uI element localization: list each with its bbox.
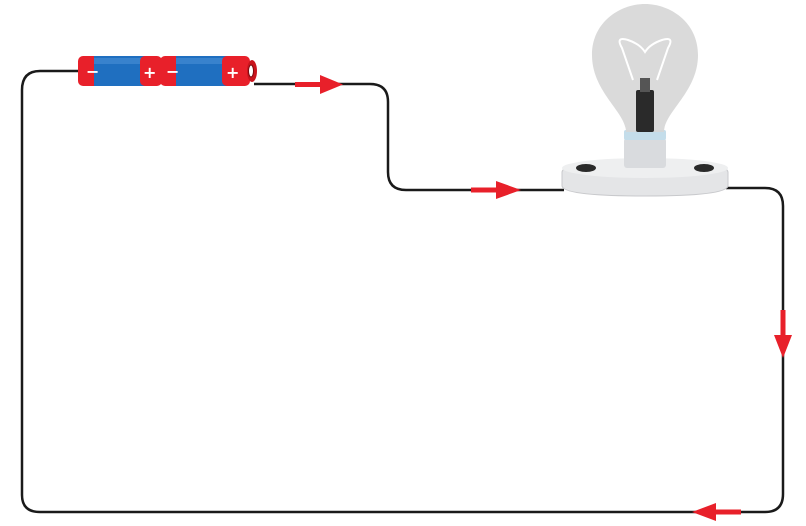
wire <box>20 69 785 514</box>
bulb-filament <box>618 38 672 81</box>
battery-cell-1-positive-sign: + <box>143 63 156 82</box>
bulb-holder <box>561 158 729 197</box>
holder-screw-left <box>576 164 596 172</box>
light-bulb-assembly <box>561 4 729 197</box>
current-arrow-top <box>295 75 343 94</box>
holder-screw-right <box>694 164 714 172</box>
battery-cell-1: − + <box>78 56 162 86</box>
light-bulb <box>592 4 698 168</box>
wire-top-segment <box>254 82 564 192</box>
bulb-socket <box>624 138 666 168</box>
current-arrow-middle <box>471 181 521 199</box>
battery-cell-2-positive-end <box>222 56 250 86</box>
battery-cell-2: − + <box>160 56 257 86</box>
battery-pack: − + − + <box>78 56 257 86</box>
current-arrows <box>295 75 792 521</box>
wire-left-loop <box>20 69 785 514</box>
battery-cell-2-negative-sign: − <box>166 62 179 81</box>
battery-cell-1-positive-end <box>140 56 162 86</box>
battery-cell-2-positive-sign: + <box>226 63 239 82</box>
battery-cell-1-negative-sign: − <box>86 62 99 81</box>
current-arrow-right <box>774 310 792 358</box>
bulb-stem <box>636 90 654 132</box>
current-arrow-bottom <box>692 503 741 521</box>
bulb-glass <box>592 4 698 132</box>
